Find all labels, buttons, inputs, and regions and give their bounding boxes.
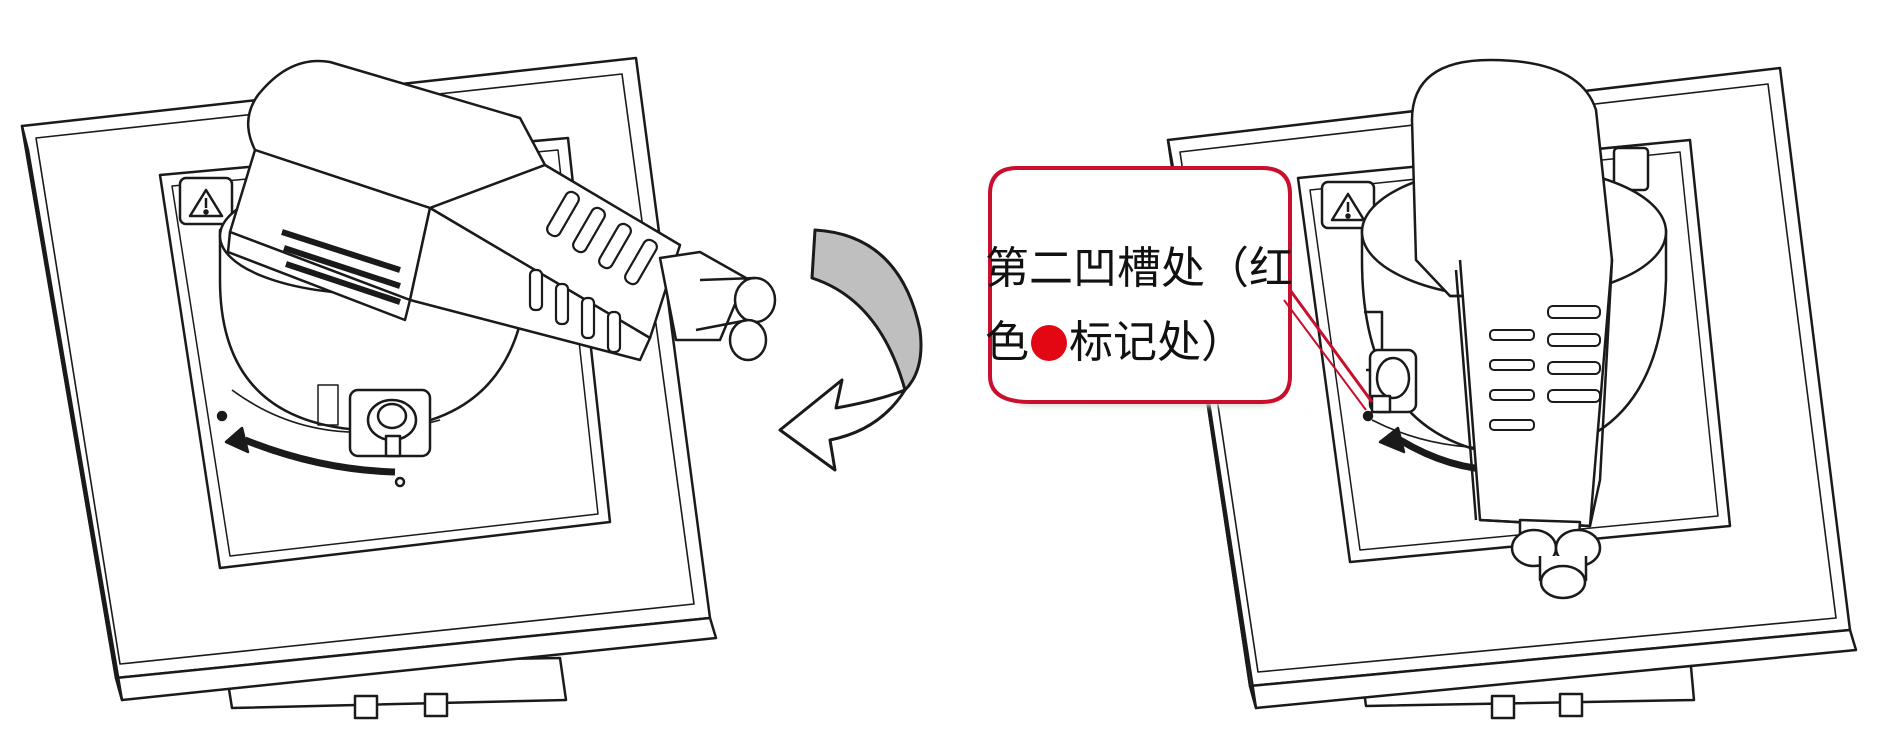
left-warning-icon <box>178 176 234 226</box>
left-rotation-guide-arrow <box>216 410 406 488</box>
right-lock-knob[interactable] <box>1368 348 1418 414</box>
rotate-arrow-icon <box>778 228 923 472</box>
callout-line-2-end: 标记处） <box>1069 317 1245 368</box>
right-device-illustration <box>1166 58 1858 720</box>
callout-leader-line <box>1288 289 1374 403</box>
callout-bubble <box>988 166 1374 411</box>
left-lock-knob[interactable] <box>317 384 432 458</box>
right-plug-connector <box>1410 58 1614 600</box>
left-device-illustration <box>20 56 777 720</box>
callout-line-2: 色标记处） <box>985 306 1285 380</box>
left-plug-connector <box>226 59 777 362</box>
red-marker-icon <box>1031 325 1067 361</box>
callout-line-2-start: 色 <box>985 317 1029 368</box>
callout-text: 第二凹槽处（红 色标记处） <box>985 232 1293 380</box>
callout-line-1: 第二凹槽处（红 <box>985 243 1293 294</box>
